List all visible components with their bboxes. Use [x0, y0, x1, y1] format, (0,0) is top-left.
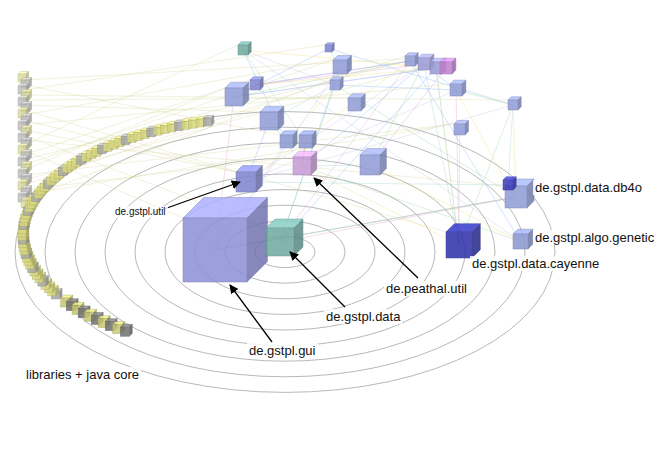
- package-cube: [348, 94, 365, 111]
- package-cube: [260, 106, 284, 130]
- package-cube: [225, 82, 249, 106]
- dependency-line: [24, 110, 446, 232]
- package-cube: [250, 77, 263, 90]
- package-cube: [360, 149, 386, 175]
- package-label: de.gstpl.data.db4o: [533, 180, 644, 195]
- dependency-line: [24, 60, 333, 165]
- dependency-line: [24, 45, 238, 145]
- package-cube: [183, 198, 267, 282]
- dependency-line: [246, 105, 513, 182]
- package-cube: [450, 80, 466, 96]
- dependency-line: [24, 120, 236, 172]
- package-label: de.gstpl.data.cayenne: [470, 256, 601, 271]
- dependency-line: [24, 62, 440, 180]
- dependency-line: [24, 140, 505, 186]
- dependency-line: [24, 80, 330, 200]
- dependency-lines: [24, 45, 521, 250]
- package-cube: [405, 53, 418, 66]
- dependency-line: [24, 124, 454, 175]
- package-cube: [513, 229, 533, 249]
- library-cubes: [18, 71, 214, 336]
- package-cube: [508, 97, 521, 110]
- leader-line: [290, 252, 345, 307]
- package-cubes: [183, 42, 534, 282]
- dependency-line: [329, 49, 514, 106]
- dependency-line: [24, 84, 450, 125]
- package-cube: [293, 151, 317, 175]
- package-cube: [120, 324, 132, 336]
- dependency-line: [24, 58, 418, 80]
- dependency-line: [243, 50, 287, 142]
- package-cube: [454, 120, 469, 135]
- package-cube: [503, 177, 516, 190]
- package-label: de.gstpl.gui: [247, 343, 318, 358]
- package-cube: [238, 42, 251, 55]
- dependency-line: [280, 67, 340, 242]
- leader-line: [314, 178, 418, 278]
- level-ring: [165, 190, 405, 315]
- package-cube: [325, 43, 334, 52]
- dependency-line: [280, 68, 436, 242]
- package-cube: [236, 166, 262, 192]
- leader-line: [230, 285, 272, 342]
- package-label: libraries + java core: [24, 367, 141, 382]
- package-label: de.gstpl.util: [113, 206, 168, 218]
- dependency-line: [24, 56, 405, 185]
- dependency-line: [508, 105, 513, 185]
- package-label: de.gstpl.data: [324, 309, 402, 324]
- dependency-line: [370, 165, 521, 242]
- package-cube: [266, 219, 303, 256]
- dependency-line: [24, 124, 454, 195]
- level-ring: [135, 174, 435, 330]
- level-rings: [15, 112, 555, 393]
- package-cube: [440, 58, 456, 74]
- dependency-line: [24, 88, 225, 170]
- package-cube: [446, 224, 480, 258]
- package-cube: [333, 56, 351, 74]
- package-cube: [299, 131, 316, 148]
- dependency-line: [246, 64, 424, 182]
- dependency-line: [410, 61, 521, 242]
- dependency-line: [24, 130, 236, 172]
- level-ring: [15, 112, 555, 393]
- package-cube: [330, 77, 343, 90]
- package-cube: [203, 115, 214, 126]
- level-ring: [105, 158, 465, 345]
- package-cube: [280, 131, 297, 148]
- dependency-line: [24, 45, 325, 90]
- dependency-line: [513, 105, 516, 197]
- package-label: de.gstpl.algo.genetic: [533, 230, 656, 245]
- dependency-line: [24, 80, 250, 155]
- dependency-line: [280, 197, 516, 242]
- dependency-line: [335, 85, 516, 197]
- level-ring: [75, 143, 495, 361]
- leader-lines: [150, 178, 418, 342]
- dependency-line: [243, 50, 306, 142]
- package-label: de.peathal.util: [384, 281, 469, 296]
- dependency-line: [456, 90, 459, 245]
